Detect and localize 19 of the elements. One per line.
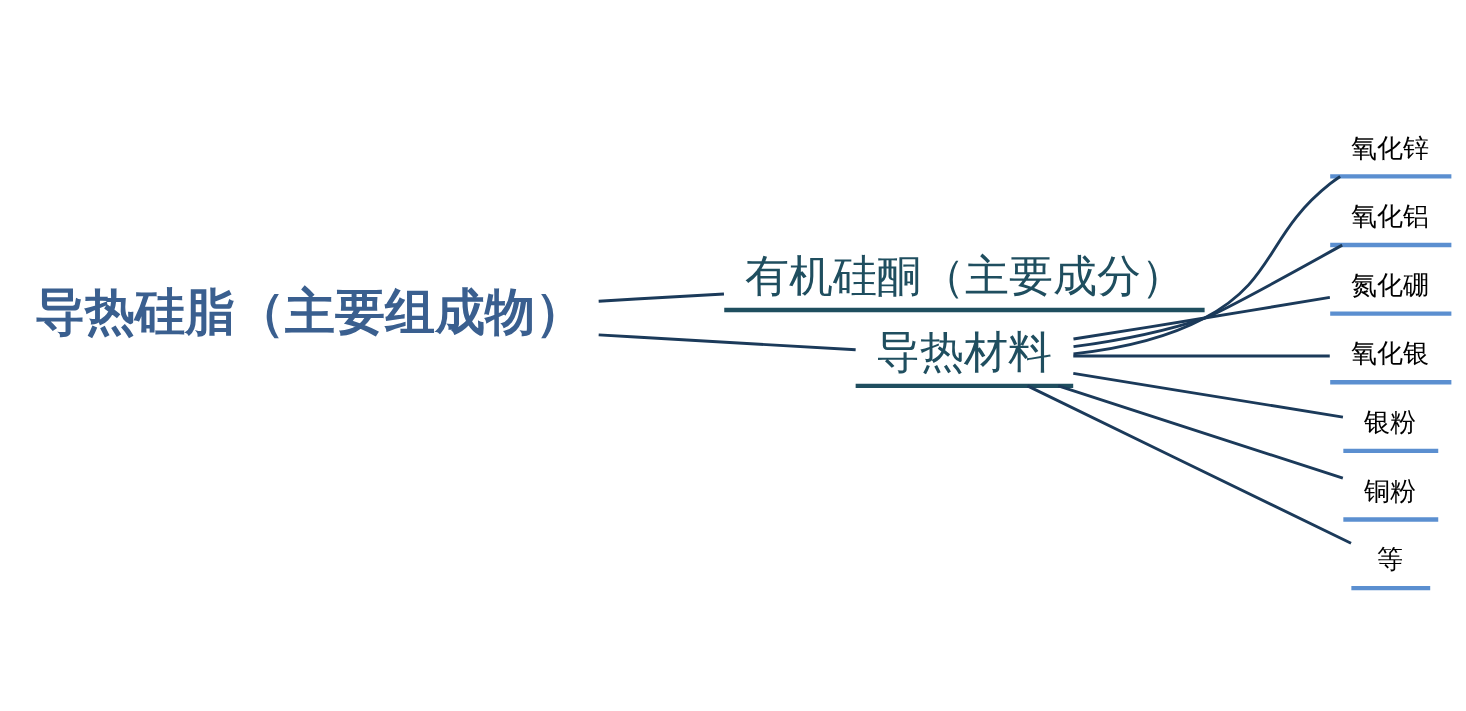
node-text: 氮化硼 bbox=[1350, 269, 1429, 300]
connector bbox=[1057, 384, 1344, 480]
node-text: 导热材料 bbox=[876, 325, 1053, 377]
connector bbox=[1073, 354, 1330, 357]
connector bbox=[1073, 295, 1331, 340]
connector bbox=[598, 332, 856, 351]
node-text: 氧化锌 bbox=[1350, 132, 1429, 163]
node-text: 导热硅脂（主要组成物） bbox=[35, 282, 586, 341]
node-text: 氧化银 bbox=[1350, 337, 1429, 368]
connector bbox=[1073, 371, 1344, 419]
node-text: 铜粉 bbox=[1363, 475, 1416, 506]
connector bbox=[1026, 384, 1352, 545]
connector bbox=[1073, 243, 1343, 348]
connector bbox=[598, 291, 725, 303]
node-text: 氧化铝 bbox=[1350, 200, 1429, 231]
connector bbox=[1073, 174, 1341, 355]
node-text: 等 bbox=[1376, 543, 1403, 574]
node-text: 有机硅酮（主要成分） bbox=[744, 249, 1185, 301]
node-text: 银粉 bbox=[1363, 406, 1416, 437]
